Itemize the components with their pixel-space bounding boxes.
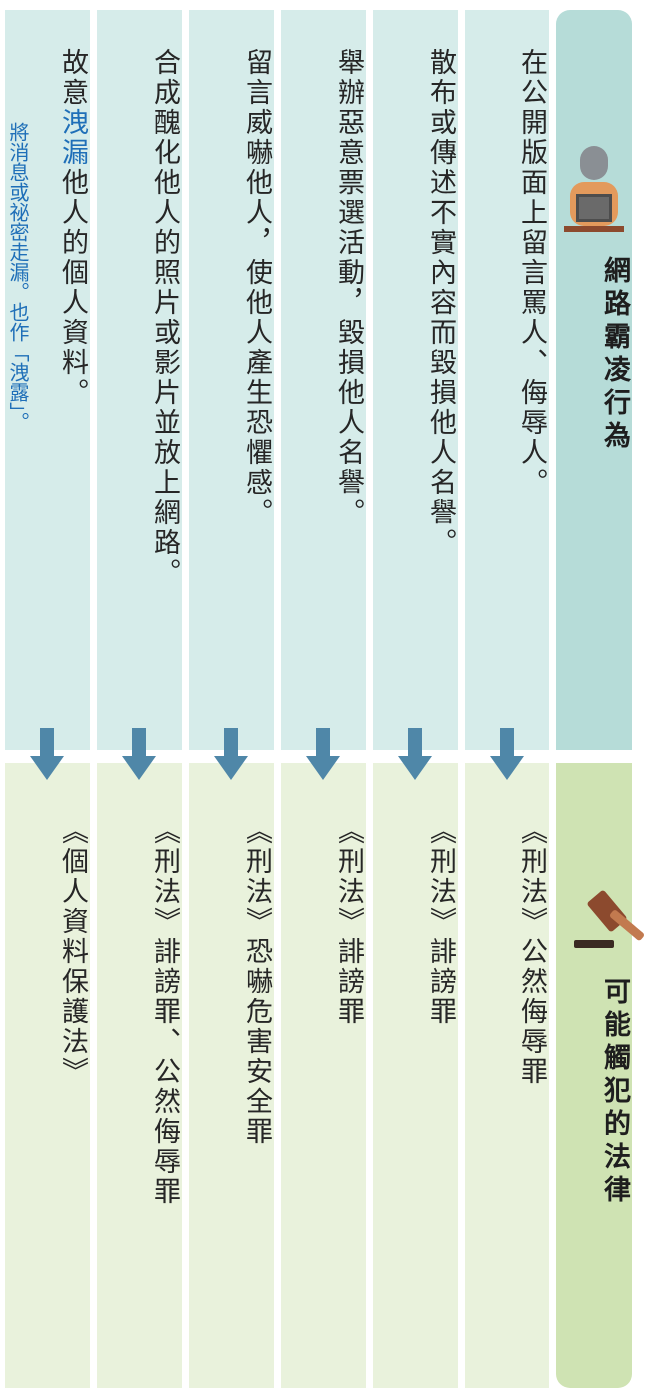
- behavior-text-6-b: 他人的個人資料。: [57, 168, 88, 408]
- behavior-text-6-a: 故意: [57, 48, 88, 108]
- down-arrow-icon: [490, 728, 524, 780]
- law-text-5: 《刑法》誹謗罪、公然侮辱罪: [149, 817, 180, 1207]
- law-cell-2: 《刑法》誹謗罪: [373, 763, 458, 1388]
- person-at-laptop-icon: [564, 146, 624, 232]
- law-cell-5: 《刑法》誹謗罪、公然侮辱罪: [97, 763, 182, 1388]
- behavior-cell-1: 在公開版面上留言罵人、侮辱人。: [465, 10, 549, 750]
- law-cell-4: 《刑法》恐嚇危害安全罪: [189, 763, 274, 1388]
- law-text-3: 《刑法》誹謗罪: [333, 817, 364, 1027]
- down-arrow-icon: [214, 728, 248, 780]
- behavior-cell-2: 散布或傳述不實內容而毀損他人名譽。: [373, 10, 458, 750]
- behavior-text-4: 留言威嚇他人，使他人產生恐懼感。: [241, 48, 272, 528]
- behavior-cell-3: 舉辦惡意票選活動，毀損他人名譽。: [281, 10, 366, 750]
- behavior-text-2: 散布或傳述不實內容而毀損他人名譽。: [425, 48, 456, 558]
- down-arrow-icon: [306, 728, 340, 780]
- highlight-term: 洩漏: [57, 108, 88, 168]
- law-cell-3: 《刑法》誹謗罪: [281, 763, 366, 1388]
- header-behavior-cell: 網路霸凌行為: [556, 10, 632, 750]
- law-cell-6: 《個人資料保護法》: [5, 763, 90, 1388]
- law-text-1: 《刑法》公然侮辱罪: [516, 817, 547, 1087]
- header-law-label: 可能觸犯的法律: [599, 977, 630, 1208]
- law-text-4: 《刑法》恐嚇危害安全罪: [241, 817, 272, 1147]
- down-arrow-icon: [122, 728, 156, 780]
- behavior-text-1: 在公開版面上留言罵人、侮辱人。: [516, 48, 547, 498]
- law-cell-1: 《刑法》公然侮辱罪: [465, 763, 549, 1388]
- vocabulary-note: 將消息或祕密走漏。也作「洩露」。: [6, 122, 30, 432]
- law-text-2: 《刑法》誹謗罪: [425, 817, 456, 1027]
- down-arrow-icon: [398, 728, 432, 780]
- header-law-cell: 可能觸犯的法律: [556, 763, 644, 1388]
- behavior-text-6: 故意洩漏他人的個人資料。: [27, 48, 90, 408]
- law-text-6: 《個人資料保護法》: [57, 817, 88, 1087]
- behavior-text-3: 舉辦惡意票選活動，毀損他人名譽。: [333, 48, 364, 528]
- gavel-icon: [574, 890, 644, 948]
- down-arrow-icon: [30, 728, 64, 780]
- behavior-text-5: 合成醜化他人的照片或影片並放上網路。: [149, 48, 180, 588]
- header-behavior-label: 網路霸凌行為: [599, 256, 630, 454]
- behavior-cell-6: 故意洩漏他人的個人資料。 將消息或祕密走漏。也作「洩露」。: [5, 10, 90, 750]
- behavior-cell-4: 留言威嚇他人，使他人產生恐懼感。: [189, 10, 274, 750]
- behavior-cell-5: 合成醜化他人的照片或影片並放上網路。: [97, 10, 182, 750]
